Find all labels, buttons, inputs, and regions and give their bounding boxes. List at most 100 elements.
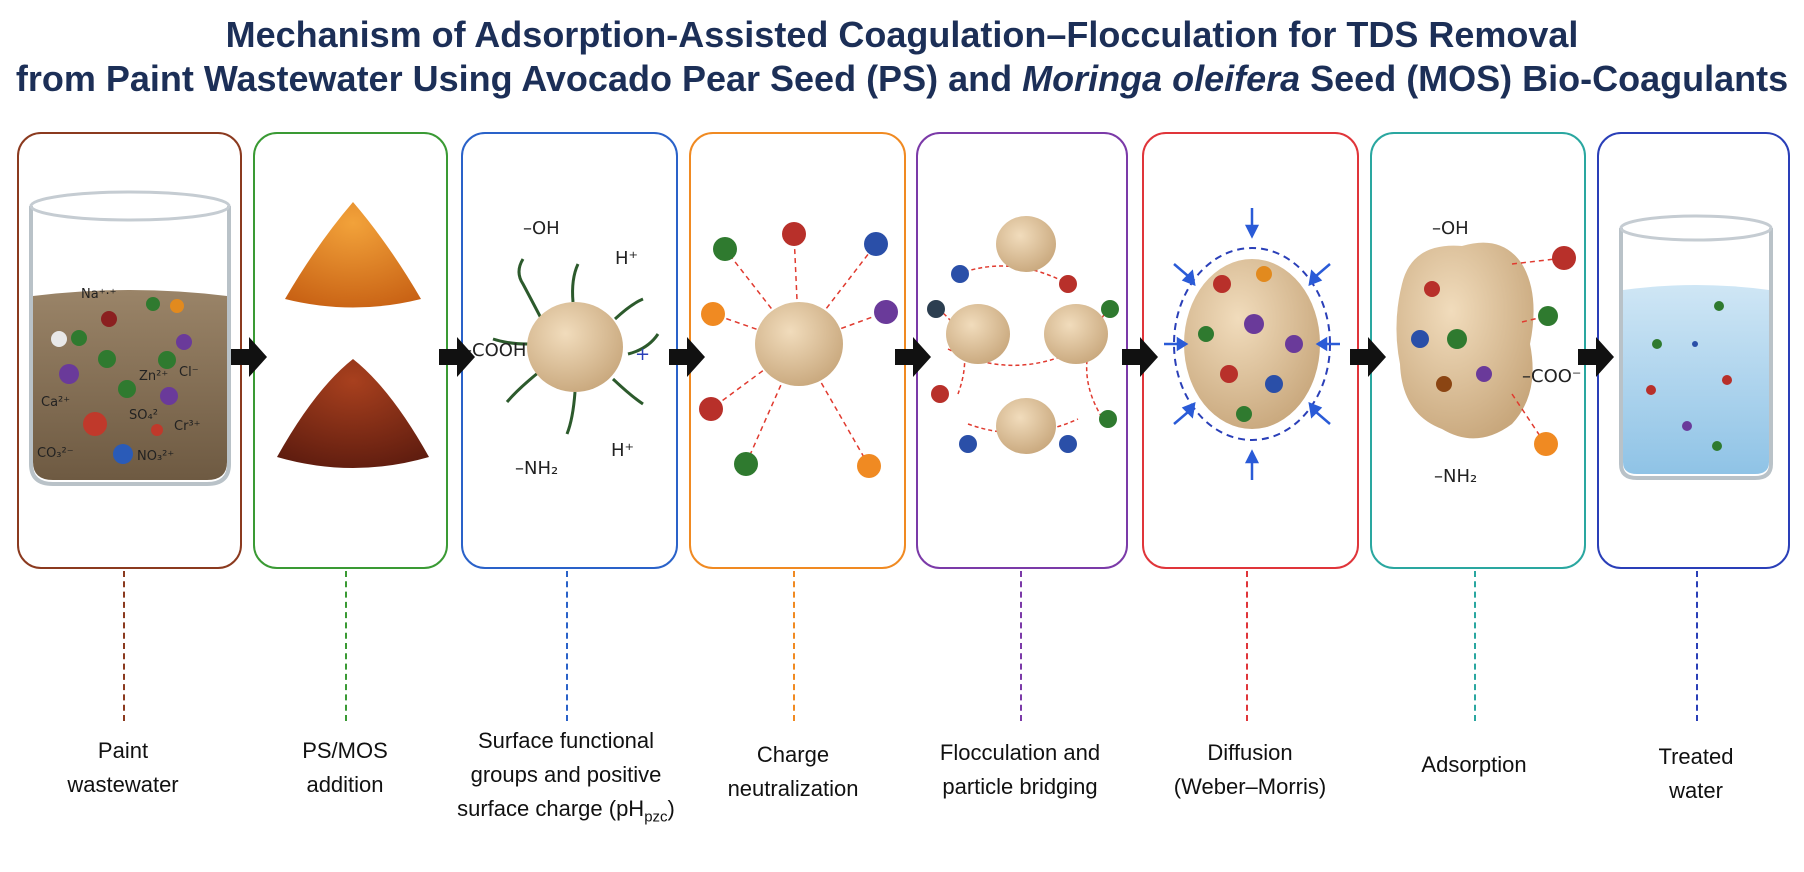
ion-sphere: [713, 237, 737, 261]
ion-sphere: [51, 331, 67, 347]
label-paint-wastewater: Paint wastewater: [33, 734, 213, 802]
ion-sphere: [927, 300, 945, 318]
ion-label-no3: NO₃²⁺: [137, 449, 174, 464]
ion-sphere: [1059, 435, 1077, 453]
ion-sphere: [146, 297, 160, 311]
label-text: surface charge (pH: [457, 796, 645, 821]
label-ps-mos-addition: PS/MOS addition: [265, 734, 425, 802]
label-line: Adsorption: [1421, 752, 1527, 777]
clean-beaker-illustration: [1619, 214, 1773, 480]
ion-label-cr: Cr³⁺: [174, 419, 201, 434]
oh-group-label: –OH: [523, 218, 560, 239]
ion-sphere: [701, 302, 725, 326]
panel-adsorption: –OH –COO⁻ –NH₂: [1370, 132, 1586, 569]
ion-sphere: [1265, 375, 1283, 393]
process-arrow: [231, 337, 267, 377]
connector-paint: [123, 571, 125, 721]
h-plus-label-bottom: H⁺: [611, 440, 634, 461]
connector-floc: [1020, 571, 1022, 721]
diffusion-illustration: [1164, 208, 1340, 480]
inward-arrows: [1164, 208, 1340, 480]
seed-particle: [1184, 259, 1320, 429]
seed-particle: [1044, 304, 1108, 364]
ion-sphere: [1236, 406, 1252, 422]
ion-sphere: [1198, 326, 1214, 342]
process-arrow: [1578, 337, 1614, 377]
ion-sphere: [59, 364, 79, 384]
ion-sphere: [1220, 365, 1238, 383]
adsorption-illustration: –OH –COO⁻ –NH₂: [1396, 218, 1581, 487]
ion-sphere: [1101, 300, 1119, 318]
label-text: ): [667, 796, 675, 821]
ion-sphere: [951, 265, 969, 283]
label-line: wastewater: [67, 772, 179, 797]
title-italic-species: Moringa oleifera: [1022, 58, 1301, 99]
ion-sphere: [118, 380, 136, 398]
coo-group-label: –COO⁻: [1522, 366, 1581, 387]
connector-treated: [1696, 571, 1698, 721]
label-line: Surface functional: [477, 728, 655, 753]
panel-treated-water: [1597, 132, 1790, 569]
label-line: Paint: [97, 738, 149, 763]
h-plus-label-top: H⁺: [615, 248, 638, 269]
ion-sphere: [874, 300, 898, 324]
ion-sphere: [1714, 301, 1724, 311]
label-line: surface charge (pHpzc): [450, 792, 682, 834]
ion-label-zn: Zn²⁺: [139, 369, 168, 384]
label-treated-water: Treated water: [1606, 740, 1786, 808]
ps-powder-pile: [285, 202, 421, 308]
label-flocculation-bridging: Flocculation and particle bridging: [920, 736, 1120, 804]
ion-sphere: [1436, 376, 1452, 392]
ion-sphere: [1538, 306, 1558, 326]
ion-sphere: [1059, 275, 1077, 293]
panel-flocculation-bridging: [916, 132, 1128, 569]
label-line: Diffusion: [1207, 740, 1293, 765]
panel-diffusion: [1142, 132, 1359, 569]
ion-sphere: [83, 412, 107, 436]
seed-particle: [946, 304, 1010, 364]
label-line: Charge: [756, 742, 830, 767]
oh-group-label: –OH: [1432, 218, 1469, 239]
ion-sphere: [1712, 441, 1722, 451]
nh2-group-label: –NH₂: [515, 458, 558, 479]
ion-sphere: [1682, 421, 1692, 431]
mos-powder-pile: [277, 359, 429, 468]
process-arrow: [669, 337, 705, 377]
process-arrow: [1350, 337, 1386, 377]
ion-sphere: [158, 351, 176, 369]
cooh-group-label: –COOH: [463, 340, 526, 361]
label-line: water: [1669, 778, 1723, 803]
label-line: Treated: [1658, 744, 1734, 769]
label-adsorption: Adsorption: [1384, 748, 1564, 782]
powder-piles-illustration: [277, 202, 429, 468]
ion-sphere: [734, 452, 758, 476]
ion-sphere: [1722, 375, 1732, 385]
dirty-beaker-illustration: Na⁺·⁺ CO₃²⁻ NO₃²⁺ Ca²⁺ Cl⁻ SO₄² Zn²⁺ Cr³…: [29, 190, 231, 486]
ion-sphere: [857, 454, 881, 478]
ion-sphere: [160, 387, 178, 405]
ion-sphere: [1534, 432, 1558, 456]
connector-adsorption: [1474, 571, 1476, 721]
panel-charge-neutralization: [689, 132, 906, 569]
ion-label-ca: Ca²⁺: [41, 395, 70, 410]
ion-sphere: [1244, 314, 1264, 334]
process-arrow: [895, 337, 931, 377]
ion-sphere: [1411, 330, 1429, 348]
label-charge-neutralization: Charge neutralization: [703, 738, 883, 806]
ion-sphere: [1424, 281, 1440, 297]
process-arrow: [439, 337, 475, 377]
ion-sphere: [1552, 246, 1576, 270]
ion-sphere: [101, 311, 117, 327]
label-diffusion: Diffusion (Weber–Morris): [1150, 736, 1350, 804]
seed-particle: [996, 398, 1056, 454]
ion-sphere: [959, 435, 977, 453]
ion-label-co3: CO₃²⁻: [37, 446, 74, 461]
label-line: neutralization: [727, 776, 859, 801]
connector-surface: [566, 571, 568, 721]
panel-ps-mos-addition: [253, 132, 448, 569]
ion-sphere: [176, 334, 192, 350]
panel-surface-functional-groups: –OH –COOH –NH₂ H⁺ H⁺ +: [461, 132, 678, 569]
seed-particle: [755, 302, 843, 386]
label-line: groups and positive: [470, 762, 662, 787]
floc-cluster-illustration: [927, 216, 1119, 454]
